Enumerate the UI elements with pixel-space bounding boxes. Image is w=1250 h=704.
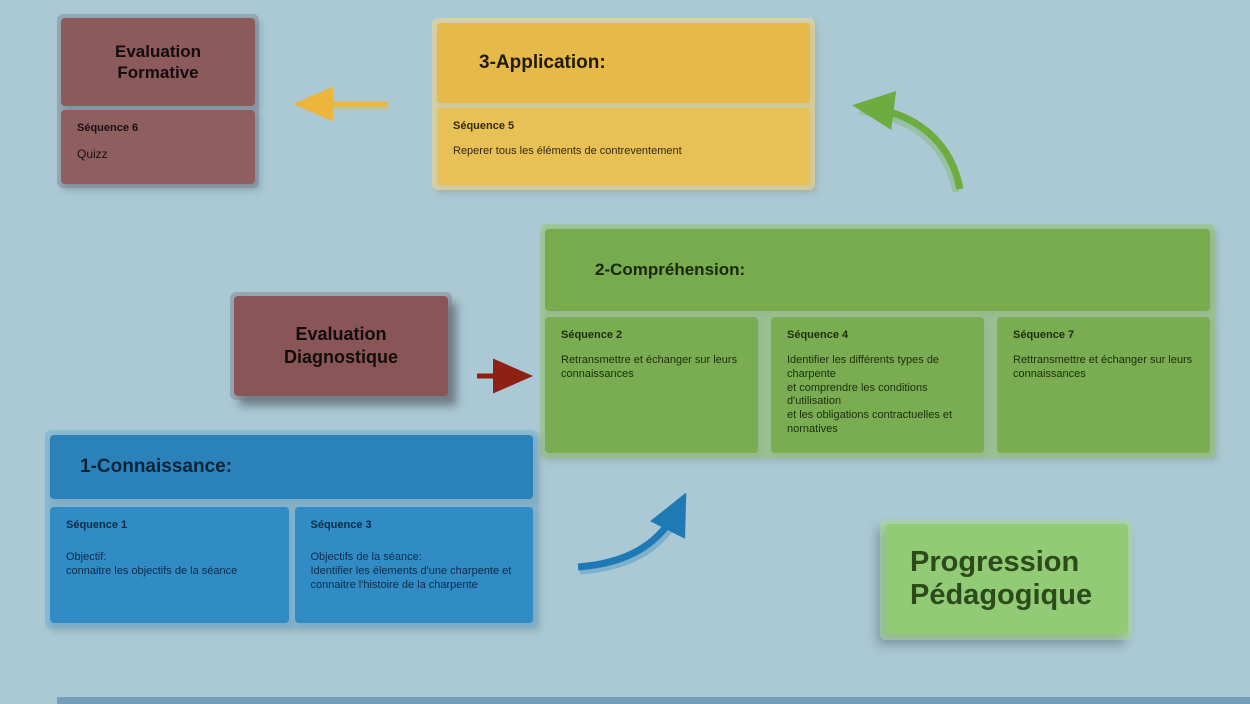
- sequence-3-body: Objectifs de la séance: Identifier les é…: [310, 551, 512, 591]
- sequence-6-body: Quizz: [77, 147, 108, 161]
- progression-pedagogique-box: Progression Pédagogique: [880, 520, 1132, 640]
- blue-curved-arrow: [577, 492, 687, 571]
- comprehension-title: 2-Compréhension:: [545, 229, 1210, 311]
- sequence-7-label: Séquence 7: [1013, 329, 1075, 341]
- sequence-1-card: Séquence 1 Objectif: connaitre les objec…: [50, 507, 289, 623]
- sequence-1-label: Séquence 1: [66, 519, 128, 531]
- sequence-4-body: Identifier les différents types de charp…: [787, 354, 953, 435]
- sequence-6-label: Séquence 6: [77, 122, 139, 134]
- sequence-3-card: Séquence 3 Objectifs de la séance: Ident…: [294, 507, 533, 623]
- sequence-7-card: Séquence 7 Rettransmettre et échanger su…: [997, 317, 1210, 453]
- progression-pedagogique-title: Progression Pédagogique: [886, 524, 1128, 634]
- sequence-4-label: Séquence 4: [787, 329, 849, 341]
- connaissance-title: 1-Connaissance:: [50, 435, 533, 499]
- sequence-1-body: Objectif: connaitre les objectifs de la …: [66, 551, 238, 577]
- green-curved-arrow: [852, 91, 964, 190]
- sequence-2-body: Retransmettre et échanger sur leurs conn…: [561, 354, 738, 380]
- sequence-5-card: Séquence 5 Reperer tous les éléments de …: [437, 108, 810, 185]
- application-title: 3-Application:: [437, 23, 810, 103]
- sequence-2-card: Séquence 2 Retransmettre et échanger sur…: [545, 317, 758, 453]
- evaluation-formative-title: Evaluation Formative: [61, 18, 255, 106]
- application-group: 3-Application: Séquence 5 Reperer tous l…: [432, 18, 815, 190]
- connaissance-group: 1-Connaissance: Séquence 1 Objectif: con…: [45, 430, 538, 628]
- evaluation-diagnostique-box: Evaluation Diagnostique: [230, 292, 452, 400]
- evaluation-diagnostique-title: Evaluation Diagnostique: [234, 296, 448, 396]
- sequence-4-card: Séquence 4 Identifier les différents typ…: [771, 317, 984, 453]
- sequence-5-label: Séquence 5: [453, 120, 515, 132]
- comprehension-group: 2-Compréhension: Séquence 2 Retransmettr…: [540, 224, 1215, 458]
- sequence-2-label: Séquence 2: [561, 329, 623, 341]
- sequence-7-body: Rettransmettre et échanger sur leurs con…: [1013, 354, 1193, 380]
- bottom-strip: [57, 697, 1250, 704]
- sequence-3-label: Séquence 3: [310, 519, 372, 531]
- sequence-6-card: Séquence 6 Quizz: [61, 110, 255, 184]
- evaluation-formative-group: Evaluation Formative Séquence 6 Quizz: [57, 14, 259, 188]
- sequence-5-body: Reperer tous les éléments de contrevente…: [453, 145, 682, 157]
